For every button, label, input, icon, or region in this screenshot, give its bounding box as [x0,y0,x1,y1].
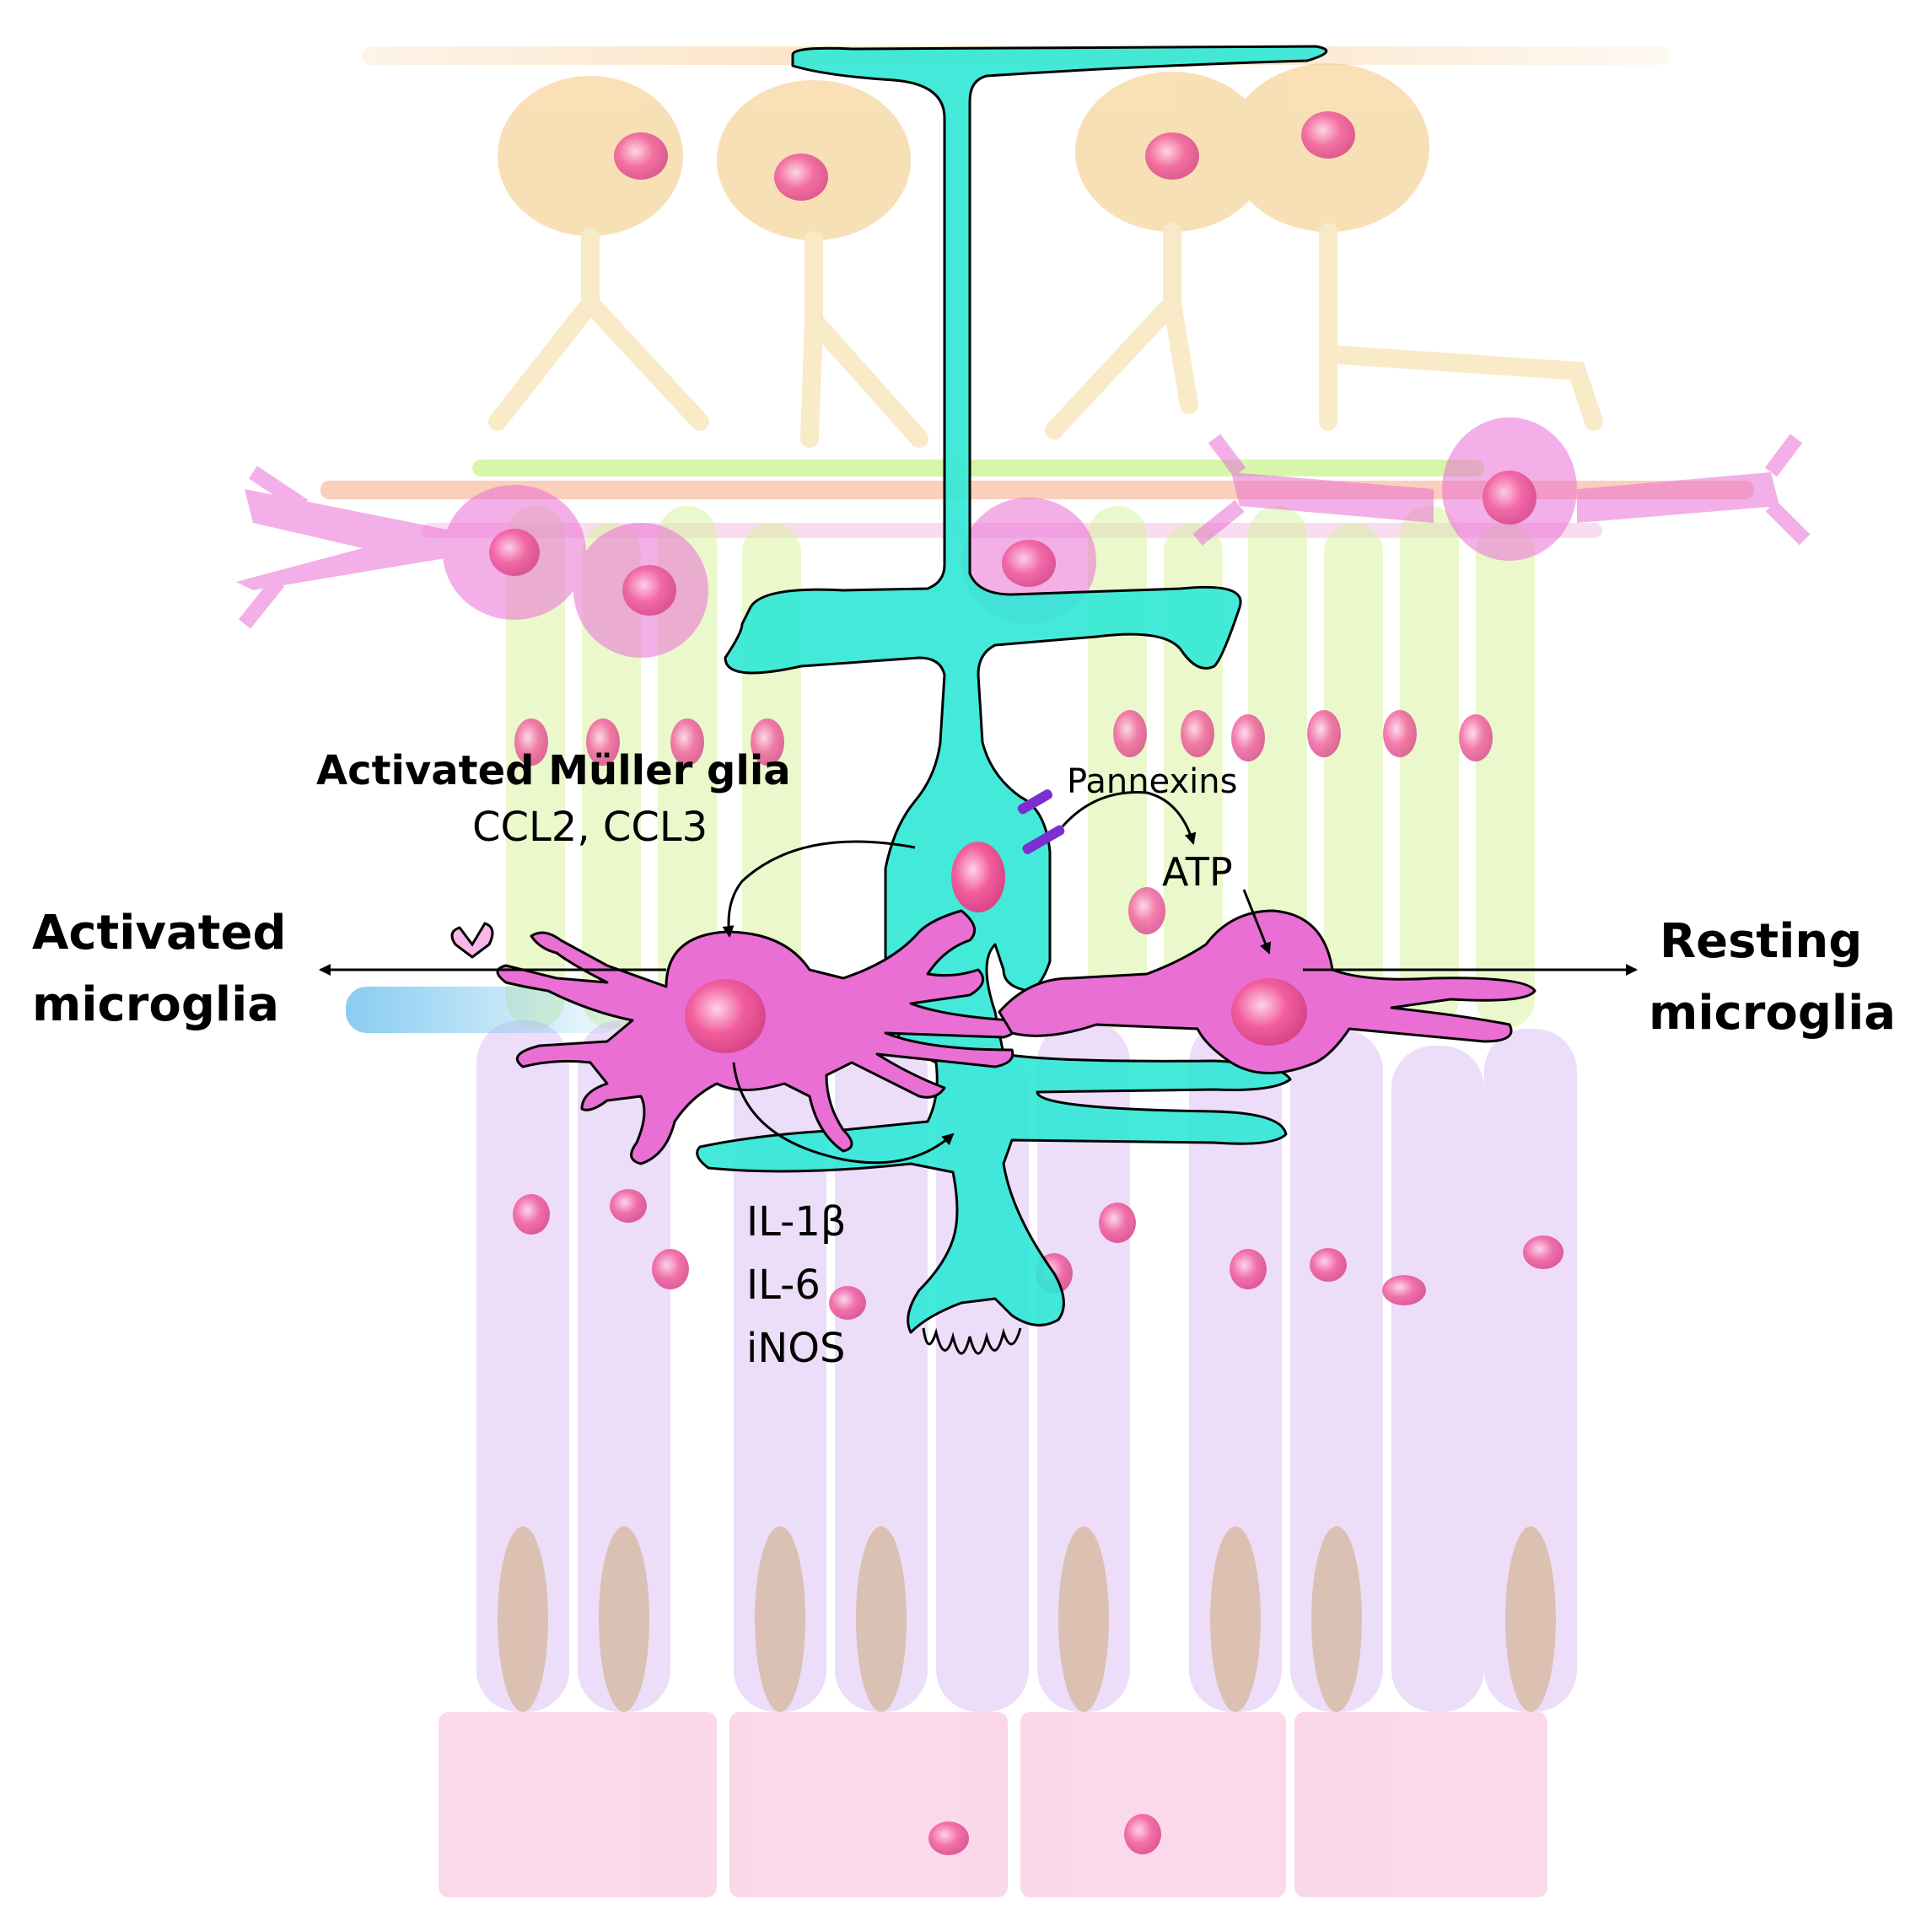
label-resting-microglia-line1: Resting [1660,914,1862,969]
pannexin-channels [1017,789,1065,854]
ganglion-cells [488,63,1603,448]
label-atp: ATP [1162,849,1233,895]
label-pannexins: Pannexins [1067,762,1237,801]
blue-streak [346,987,624,1033]
muller-glia-cell [696,45,1328,1355]
photoreceptor-nuclei [513,1189,1563,1320]
bipolar-nuclei [514,710,1493,934]
activated-microglia-nucleus [685,979,766,1053]
label-activated-microglia-line1: Activated [32,906,287,960]
arrow-atp-to-resting [1242,889,1272,955]
label-ccl: CCL2, CCL3 [472,804,708,851]
photoreceptor-outer-segments [498,1526,1556,1712]
label-il1b: IL-1β [746,1198,847,1246]
photoreceptors [476,1020,1577,1712]
arrow-ccl-to-microglia [722,840,916,938]
ganglion-nuclei [614,111,1355,201]
resting-microglia-nucleus [1231,978,1307,1046]
rpe-nuclei [928,1814,1161,1855]
arrow-cytokines-to-muller [732,1062,955,1165]
retinal-pigment-epithelium [439,1712,1547,1897]
bipolar-cells [506,506,1535,1029]
faded-microglia-nuclei [489,471,1536,616]
label-activated-muller-glia: Activated Müller glia [316,747,791,794]
arrows [319,791,1638,1165]
label-il6: IL-6 [746,1262,821,1309]
muller-glia-nucleus [951,842,1005,912]
label-activated-microglia-line2: microglia [32,977,279,1032]
label-inos: iNOS [746,1325,846,1372]
label-resting-microglia-line2: microglia [1649,986,1896,1041]
arrow-pannexin-to-atp [1061,791,1197,845]
